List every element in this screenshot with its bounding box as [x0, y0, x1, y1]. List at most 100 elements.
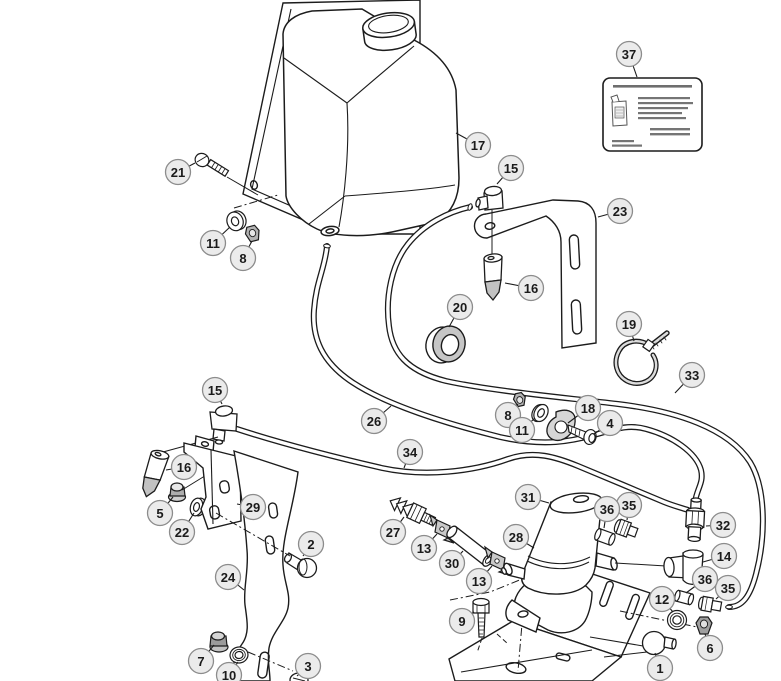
- callout-31[interactable]: 31: [514, 483, 550, 511]
- callout-16[interactable]: 16: [504, 274, 545, 302]
- washer-pump-dash-lines: [449, 576, 528, 672]
- nut-8b: [512, 391, 526, 408]
- callout-number: 5: [156, 506, 163, 521]
- callout-35[interactable]: 35: [615, 491, 643, 521]
- callout-11-2[interactable]: 11: [508, 416, 536, 444]
- callout-37[interactable]: 37: [615, 40, 643, 78]
- callout-circle: [294, 652, 322, 680]
- reservoir-tank: [282, 8, 460, 237]
- callout-number: 12: [655, 592, 669, 607]
- callout-20[interactable]: 20: [446, 293, 474, 328]
- callout-33[interactable]: 33: [674, 361, 706, 394]
- bracket-23: [473, 199, 597, 349]
- pump-left-port: [500, 562, 526, 580]
- callout-7[interactable]: 7: [187, 644, 215, 675]
- callout-number: 35: [622, 498, 636, 513]
- callout-number: 13: [472, 574, 486, 589]
- callout-circle: [593, 495, 621, 523]
- callout-36-2[interactable]: 36: [685, 565, 719, 594]
- callout-number: 21: [171, 165, 185, 180]
- callout-14[interactable]: 14: [702, 542, 738, 570]
- callout-circle: [714, 574, 742, 602]
- knob-screw-2: [283, 551, 318, 579]
- decal-text-lines: [612, 97, 693, 147]
- callout-26[interactable]: 26: [360, 405, 392, 435]
- nut-6: [695, 616, 713, 635]
- callout-number: 6: [706, 641, 713, 656]
- callout-3[interactable]: 3: [294, 652, 322, 680]
- nut-5: [167, 482, 187, 503]
- plug-1: [589, 630, 677, 658]
- callout-18[interactable]: 18: [567, 394, 602, 424]
- callout-number: 10: [222, 668, 236, 681]
- callout-number: 22: [175, 525, 189, 540]
- callout-number: 33: [685, 368, 699, 383]
- callout-22[interactable]: 22: [168, 512, 196, 546]
- callout-circle: [691, 565, 719, 593]
- callout-number: 32: [716, 518, 730, 533]
- callout-5[interactable]: 5: [146, 496, 174, 527]
- cable-tie-19: [613, 330, 670, 386]
- callout-circle: [497, 154, 525, 182]
- callout-27[interactable]: 27: [379, 516, 407, 546]
- oil-container-icon: [610, 94, 628, 127]
- callout-8[interactable]: 8: [229, 240, 257, 272]
- callout-21[interactable]: 21: [164, 158, 196, 186]
- callout-6[interactable]: 6: [696, 633, 724, 662]
- callout-circle: [170, 453, 198, 481]
- callout-4[interactable]: 4: [593, 409, 624, 437]
- callout-1[interactable]: 1: [646, 652, 674, 681]
- callout-13-2[interactable]: 13: [465, 565, 493, 595]
- callout-circle: [508, 416, 536, 444]
- callout-13[interactable]: 13: [410, 533, 438, 562]
- grommet-20: [425, 325, 466, 364]
- callout-15-2[interactable]: 15: [201, 376, 229, 405]
- callout-17[interactable]: 17: [455, 131, 492, 159]
- callout-circle: [710, 542, 738, 570]
- callout-circle: [396, 438, 424, 466]
- callout-2[interactable]: 2: [297, 530, 325, 558]
- callout-23[interactable]: 23: [597, 197, 634, 225]
- callout-number: 9: [458, 614, 465, 629]
- hose-33: [384, 203, 766, 610]
- callout-layer: 1234567889101111121313141515161617181920…: [146, 40, 742, 681]
- callout-15[interactable]: 15: [496, 154, 525, 185]
- screw-21: [194, 152, 259, 196]
- fitting-36a: [594, 527, 616, 546]
- callout-32[interactable]: 32: [705, 511, 737, 539]
- callout-circle: [517, 274, 545, 302]
- callout-9[interactable]: 9: [448, 607, 476, 635]
- callout-number: 31: [521, 490, 535, 505]
- callout-number: 8: [239, 251, 246, 266]
- callout-circle: [164, 158, 192, 186]
- callout-circle: [438, 549, 466, 577]
- callout-number: 27: [386, 525, 400, 540]
- callout-circle: [168, 518, 196, 546]
- axis-line-knob-2: [215, 512, 291, 557]
- washer-11b: [531, 403, 549, 423]
- callout-circle: [696, 634, 724, 662]
- callout-16-2[interactable]: 16: [165, 453, 198, 481]
- tank-filler-cap: [362, 11, 417, 52]
- callout-35-2[interactable]: 35: [714, 574, 742, 602]
- pump-motor-31: [520, 492, 603, 595]
- callout-number: 15: [208, 383, 222, 398]
- callout-24[interactable]: 24: [214, 563, 245, 591]
- callout-circle: [239, 493, 267, 521]
- callout-circle: [214, 563, 242, 591]
- callout-36[interactable]: 36: [593, 495, 621, 529]
- pump-right-port: [595, 552, 618, 571]
- callout-10[interactable]: 10: [215, 661, 243, 681]
- callout-28[interactable]: 28: [502, 523, 535, 551]
- callout-12[interactable]: 12: [648, 585, 676, 613]
- callout-19[interactable]: 19: [615, 310, 643, 342]
- callout-number: 19: [622, 317, 636, 332]
- callout-30[interactable]: 30: [438, 549, 466, 577]
- callout-34[interactable]: 34: [396, 438, 424, 469]
- nozzle-16-top: [483, 253, 503, 302]
- washer-pump-assembly: [500, 492, 618, 634]
- bolt-9: [472, 597, 490, 638]
- callout-11[interactable]: 11: [199, 226, 231, 257]
- callout-29[interactable]: 29: [236, 493, 267, 521]
